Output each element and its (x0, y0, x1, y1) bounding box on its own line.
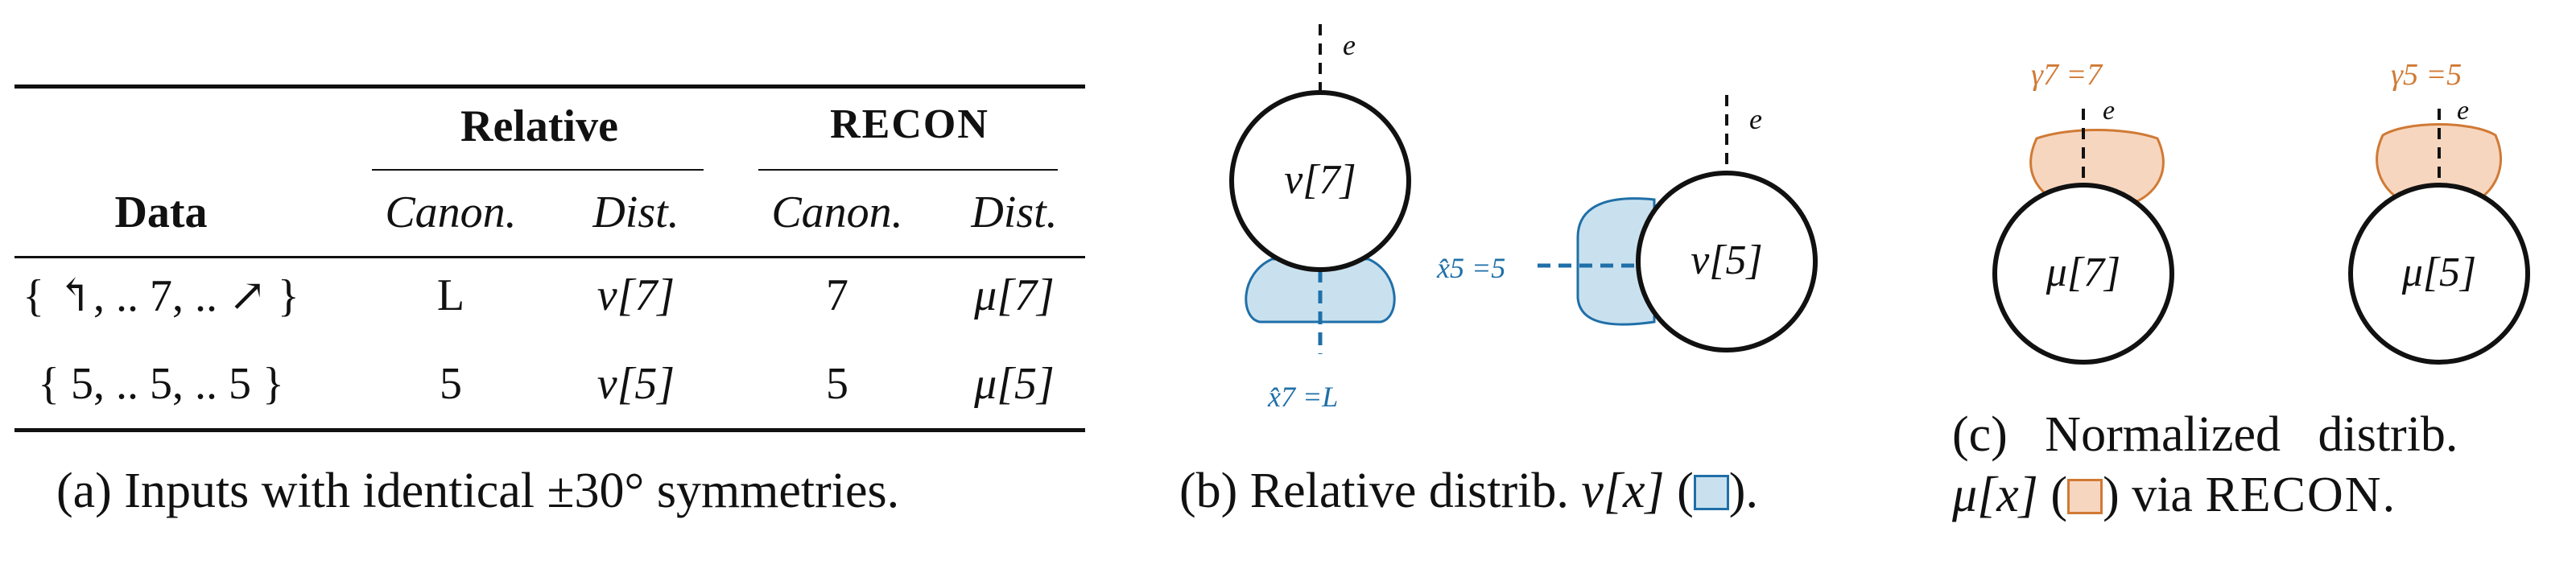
x7-label: x̂7 =L (1267, 381, 1338, 413)
header-dist-recon: Dist. (971, 188, 1058, 237)
table-row: { 5, .. 5, .. 5 } 5 ν[5] 5 μ[5] (0, 358, 1087, 423)
node-nu7-label: ν[7] (1284, 157, 1356, 203)
caption-b: (b) Relative distrib. ν[x] (). (1179, 463, 1758, 520)
diagram-panel-b: e ν[7] x̂7 =L e ν[5] x̂5 =5 (1229, 24, 1818, 413)
header-data: Data (114, 188, 208, 237)
e-label-node1: e (1343, 29, 1356, 61)
e-label-mu5: e (2457, 96, 2469, 126)
gamma5-label: γ5 =5 (2391, 58, 2462, 92)
row-dist-relative-cell: ν[5] (597, 359, 675, 409)
header-recon: RECON (830, 101, 989, 147)
table-row: { ↰, .. 7, .. ↗ } L ν[7] 7 μ[7] (0, 270, 1087, 334)
caption-a: (a) Inputs with identical ±30° symmetrie… (56, 464, 900, 518)
relative-cmidrule (372, 169, 704, 171)
caption-c-recon: RECON. (2205, 468, 2397, 522)
caption-b-prefix: (b) Relative distrib. (1179, 464, 1569, 518)
node-nu5 (1636, 171, 1818, 352)
gamma7-label: γ7 =7 (2031, 58, 2103, 92)
caption-b-suffix: ). (1728, 464, 1758, 518)
row-canon-relative-cell: 5 (440, 359, 462, 409)
node-mu7-label: μ[7] (2046, 249, 2121, 295)
x5-label: x̂5 =5 (1436, 252, 1505, 284)
diagram-panel-c: γ7 =7 e μ[7] γ5 =5 e μ[5] (1992, 58, 2530, 365)
caption-b-symbol: ν[x] (1581, 464, 1665, 518)
node-mu5 (2348, 183, 2530, 365)
header-dist-relative: Dist. (592, 188, 679, 237)
node-mu5-label: μ[5] (2401, 249, 2477, 295)
header-relative: Relative (460, 101, 618, 151)
node-nu5-label: ν[5] (1690, 237, 1763, 283)
row-canon-recon-cell: 7 (826, 270, 848, 320)
recon-cmidrule (758, 169, 1058, 171)
row-dist-relative-cell: ν[7] (597, 270, 675, 320)
row-canon-recon-cell: 5 (826, 359, 848, 409)
relative-distribution-shape-2 (1576, 197, 1656, 326)
node-nu7 (1229, 90, 1411, 272)
top-rule (14, 85, 1085, 89)
row-canon-relative-cell: L (436, 270, 465, 320)
header-canon-recon: Canon. (771, 188, 903, 237)
caption-c-line1: (c) Normalized distrib. (1952, 407, 2458, 462)
node-mu7 (1992, 183, 2174, 365)
caption-c-symbol: μ[x] (1952, 468, 2038, 522)
orange-swatch-icon (2067, 479, 2103, 514)
bottom-rule (14, 428, 1085, 432)
row-data-cell: { ↰, .. 7, .. ↗ } (23, 271, 299, 321)
e-label-node2: e (1749, 103, 1762, 135)
caption-b-paren: ( (1677, 464, 1694, 518)
row-dist-recon-cell: μ[5] (974, 359, 1055, 409)
caption-c-suffix: ) via (2103, 468, 2193, 522)
header-canon-relative: Canon. (385, 188, 517, 237)
normalized-distribution-shape-1 (2029, 129, 2165, 203)
normalized-distribution-shape-2 (2376, 123, 2502, 203)
e-label-mu7: e (2103, 96, 2115, 126)
mid-rule (14, 256, 1085, 258)
row-dist-recon-cell: μ[7] (974, 270, 1055, 320)
row-data-cell: { 5, .. 5, .. 5 } (38, 359, 284, 409)
caption-c-paren: ( (2050, 468, 2068, 522)
caption-c-line2: μ[x] ( ) via RECON. (1952, 467, 2396, 524)
blue-swatch-icon (1693, 475, 1729, 510)
